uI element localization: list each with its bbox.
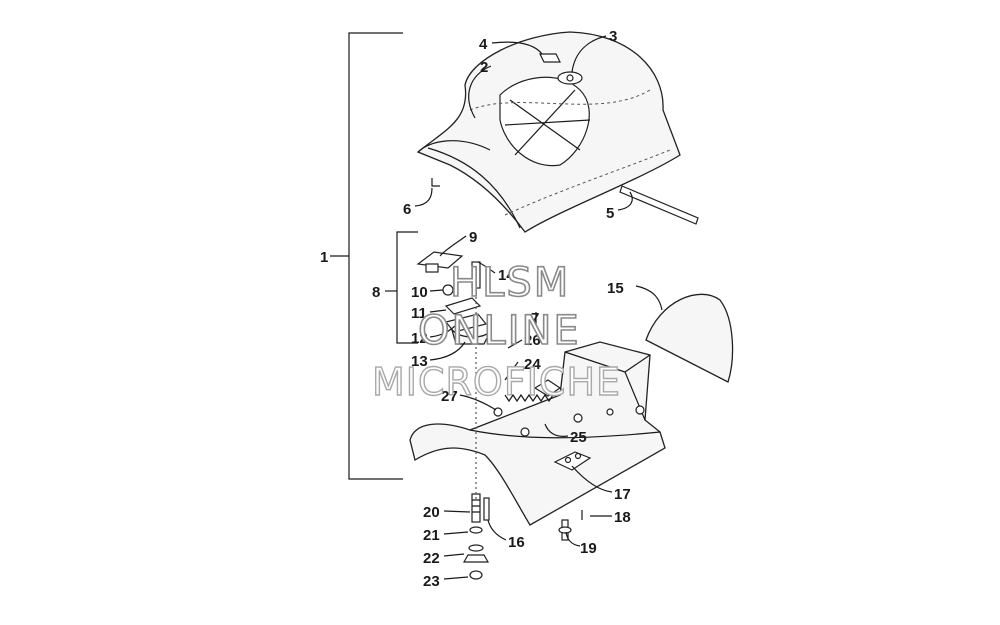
- callout-21: 21: [423, 527, 440, 544]
- callout-13: 13: [411, 353, 428, 370]
- callout-6: 6: [403, 201, 411, 218]
- spring-24: [504, 393, 554, 403]
- callout-16: 16: [508, 534, 525, 551]
- cover-panel-15: [645, 293, 734, 383]
- callout-23: 23: [423, 573, 440, 590]
- callout-11: 11: [411, 305, 427, 322]
- watermark-line-2: ONLINE: [418, 308, 581, 354]
- assembly-bracket-8: [385, 231, 418, 344]
- callout-14: 14: [498, 267, 515, 284]
- callout-26: 26: [524, 332, 541, 349]
- seat-latch-3: [557, 71, 583, 85]
- seat-base: [409, 341, 666, 526]
- callout-17: 17: [614, 486, 631, 503]
- callout-7: 7: [531, 310, 539, 327]
- callout-9: 9: [469, 229, 477, 246]
- leader-lines: [414, 35, 663, 580]
- assembly-bracket-1: [330, 32, 403, 480]
- callout-12: 12: [411, 330, 428, 347]
- callout-15: 15: [607, 280, 624, 297]
- seat-clip-6: [431, 178, 440, 187]
- seat-rod-5: [619, 185, 699, 225]
- callout-1: 1: [320, 249, 328, 266]
- fastener-stack: [462, 493, 583, 580]
- hinge-bracket-17: [553, 451, 592, 471]
- callout-18: 18: [614, 509, 631, 526]
- callout-8: 8: [372, 284, 380, 301]
- seat-emblem-4: [539, 53, 561, 63]
- callout-19: 19: [580, 540, 597, 557]
- callout-27: 27: [441, 388, 458, 405]
- callout-4: 4: [479, 36, 488, 53]
- callout-3: 3: [609, 28, 617, 45]
- callout-2: 2: [480, 59, 488, 76]
- callout-25: 25: [570, 429, 587, 446]
- callouts: 1 2 3 4 5 6 7 8 9 10 11 12 13 14 15 16 1…: [320, 28, 631, 590]
- seat-cover: [416, 31, 681, 233]
- callout-22: 22: [423, 550, 440, 567]
- callout-20: 20: [423, 504, 440, 521]
- callout-5: 5: [606, 205, 614, 222]
- watermark-line-3: MICROFICHE: [372, 360, 621, 404]
- callout-10: 10: [411, 284, 428, 301]
- callout-24: 24: [524, 356, 541, 373]
- watermark: HLSM ONLINE MICROFICHE: [371, 259, 621, 405]
- watermark-line-1: HLSM: [450, 260, 570, 306]
